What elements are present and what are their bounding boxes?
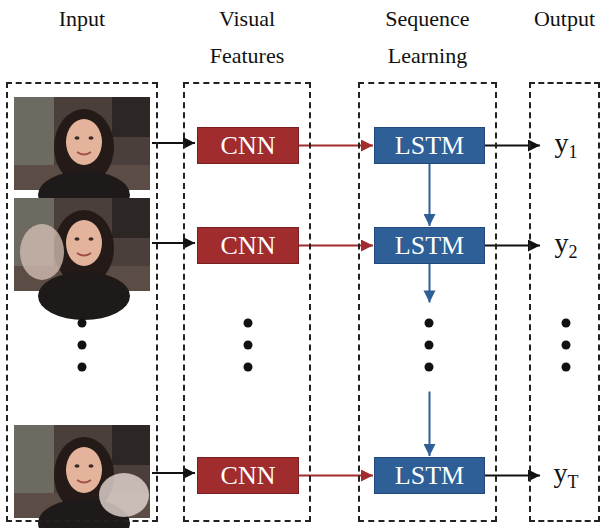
video-frame <box>14 425 150 528</box>
flow-arrow <box>485 475 540 477</box>
column-header: Visual Features <box>182 0 312 74</box>
recurrent-arrow <box>429 164 431 226</box>
column-group: Outputy1y2yT <box>529 82 600 522</box>
cnn-box: CNN <box>197 227 299 264</box>
column-header: Input <box>22 0 142 37</box>
lstm-box: LSTM <box>374 227 485 264</box>
lstm-box: LSTM <box>374 127 485 164</box>
cnn-label: CNN <box>221 131 276 161</box>
output-node: yT <box>541 452 591 498</box>
column-header: Output <box>520 0 605 37</box>
output-symbol: y2 <box>555 227 578 263</box>
lstm-label: LSTM <box>395 461 464 491</box>
cnn-box: CNN <box>197 127 299 164</box>
column-group: Sequence LearningLSTMLSTMLSTM <box>358 82 497 522</box>
video-frame <box>14 198 150 320</box>
output-symbol: yT <box>554 457 579 493</box>
cnn-label: CNN <box>221 231 276 261</box>
arrow-head <box>424 291 436 303</box>
hand-blur <box>20 224 64 280</box>
cnn-label: CNN <box>221 461 276 491</box>
output-node: y2 <box>541 222 591 268</box>
hand-blur <box>99 473 149 517</box>
lstm-label: LSTM <box>395 131 464 161</box>
column-group: Input <box>6 82 158 522</box>
cnn-box: CNN <box>197 457 299 494</box>
output-node: y1 <box>541 122 591 168</box>
lstm-label: LSTM <box>395 231 464 261</box>
flow-arrow <box>485 245 540 247</box>
flow-arrow <box>485 145 540 147</box>
column-header: Sequence Learning <box>358 0 498 74</box>
lstm-box: LSTM <box>374 457 485 494</box>
input-arrow <box>152 242 195 244</box>
input-arrow <box>152 142 195 144</box>
output-symbol: y1 <box>555 127 578 163</box>
input-arrow <box>152 472 195 474</box>
column-group: Visual FeaturesCNNCNNCNN <box>183 82 311 522</box>
